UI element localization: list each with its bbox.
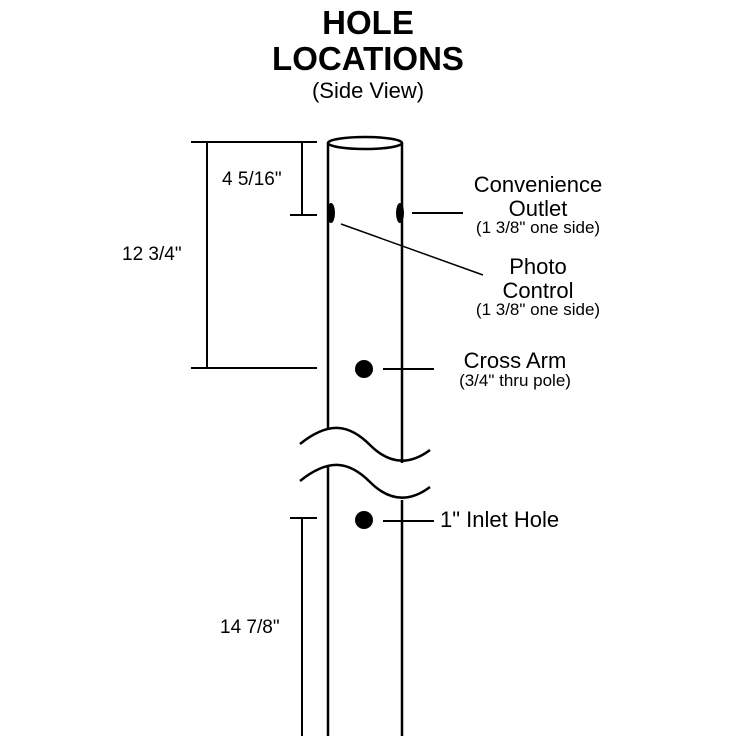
dim-label-12-3-4: 12 3/4" (122, 244, 182, 265)
break-wave-upper (299, 426, 431, 462)
convenience-note: (1 3/8" one side) (475, 218, 601, 237)
cross-arm-hole (355, 360, 373, 378)
subtitle: (Side View) (311, 78, 425, 103)
dim-label-4-5-16: 4 5/16" (222, 169, 282, 190)
cross-arm-label: Cross Arm (463, 348, 567, 373)
cross-arm-note: (3/4" thru pole) (459, 371, 571, 390)
photo-label-2: Control (502, 278, 574, 303)
photo-note: (1 3/8" one side) (475, 300, 601, 319)
pole-top (326, 135, 404, 151)
photo-label-1: Photo (509, 254, 567, 279)
dim-label-14-7-8: 14 7/8" (220, 617, 280, 638)
convenience-label-2: Outlet (508, 196, 568, 221)
break-wave-lower (299, 463, 431, 499)
title-line-1: HOLE (322, 4, 414, 41)
convenience-outlet-hole (396, 203, 404, 223)
leader-photo (340, 223, 484, 276)
convenience-label-1: Convenience (473, 172, 603, 197)
title-line-2: LOCATIONS (272, 40, 464, 77)
photo-control-hole (327, 203, 335, 223)
inlet-label: 1" Inlet Hole (440, 507, 560, 532)
inlet-hole (355, 511, 373, 529)
